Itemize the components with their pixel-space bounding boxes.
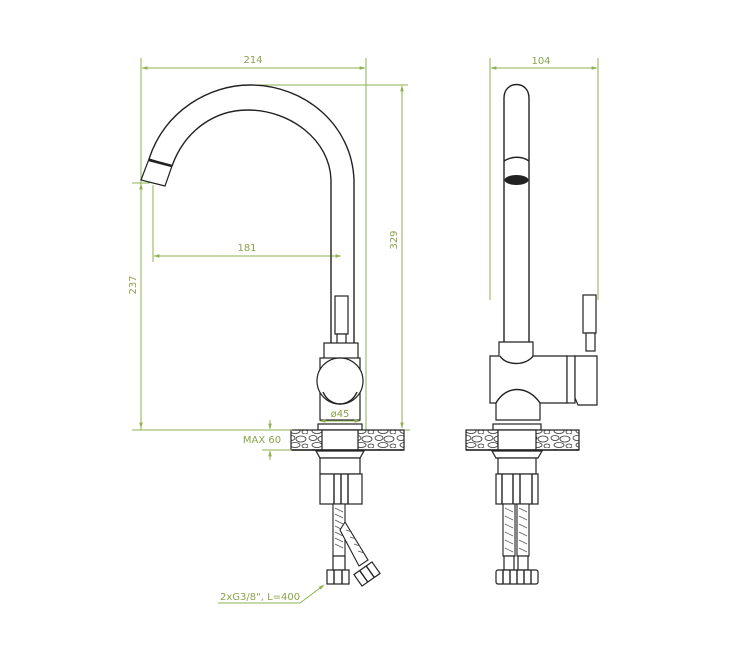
faucet-body	[316, 342, 364, 421]
hose-callout: 2xG3/8", L=400	[218, 584, 325, 604]
dim-label-237: 237	[128, 275, 139, 294]
front-view: 214 329 237 181	[128, 55, 410, 604]
base-ring	[317, 423, 363, 431]
dim-label-214: 214	[243, 55, 262, 66]
dimension-overall-height: 329	[250, 84, 408, 429]
side-lever	[582, 294, 597, 352]
dimension-base-diameter: ø45	[319, 409, 361, 423]
hose-spec-label: 2xG3/8", L=400	[220, 592, 300, 603]
side-base-ring	[492, 423, 542, 431]
supply-hoses	[326, 503, 381, 587]
dim-label-181: 181	[237, 243, 256, 254]
side-countertop-section	[465, 429, 580, 451]
dim-label-104: 104	[531, 56, 550, 67]
dimension-spout-height: 237	[128, 182, 410, 431]
countertop-section	[290, 429, 405, 451]
side-spout	[503, 83, 530, 345]
side-supply-hoses	[495, 503, 539, 585]
dim-label-d45: ø45	[331, 409, 350, 420]
lever-handle	[334, 295, 349, 349]
side-mounting-nut	[490, 450, 544, 505]
dimension-max-thickness: MAX 60	[243, 420, 292, 460]
side-body	[489, 341, 598, 421]
dimension-depth: 104	[489, 56, 599, 300]
dimension-spout-reach: 181	[152, 185, 342, 262]
dim-label-max60: MAX 60	[243, 435, 281, 446]
mounting-nut	[314, 450, 366, 505]
spout	[140, 84, 355, 345]
side-view: 104	[465, 56, 599, 585]
dim-label-329: 329	[389, 230, 400, 249]
